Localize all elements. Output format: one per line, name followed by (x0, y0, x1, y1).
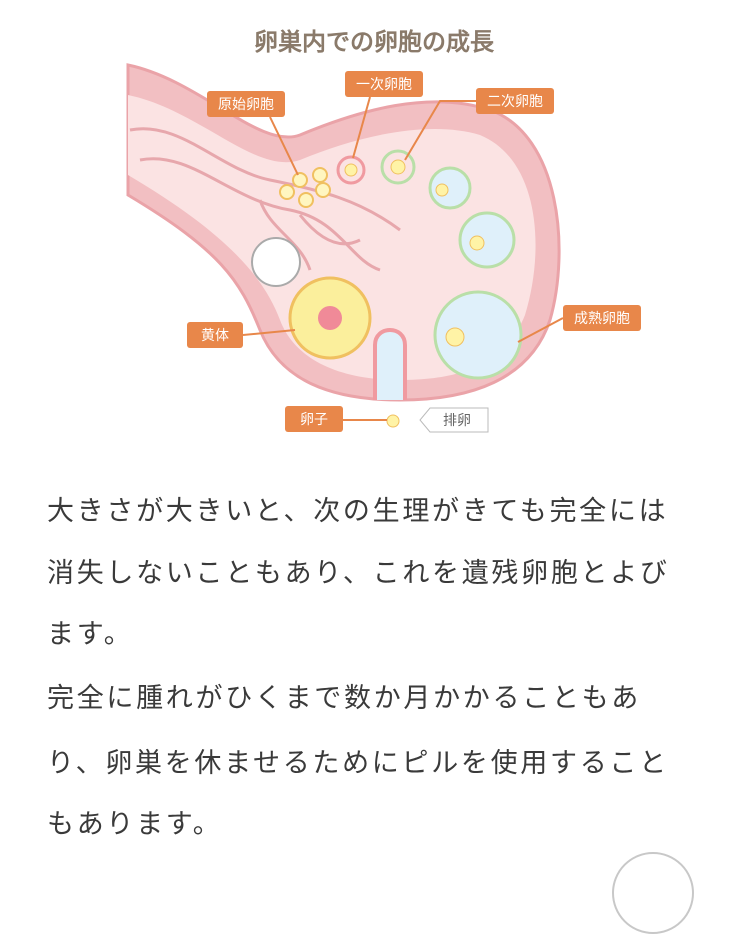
label-primordial: 原始卵胞 (207, 91, 299, 176)
mature-follicle (433, 290, 523, 380)
primordial-follicles (279, 167, 331, 208)
label-corpus-luteum: 黄体 (187, 322, 296, 348)
label-mature: 成熟卵胞 (517, 305, 641, 343)
paragraph-line: 完全に腫れがひくまで数か月かかることもあ (47, 683, 641, 714)
paragraph-line: 大きさが大きいと、次の生理がきても完全には (47, 496, 669, 527)
svg-text:排卵: 排卵 (443, 413, 471, 429)
ovarian-follicle-diagram: 卵巣内での卵胞の成長 原始卵胞 一次卵胞 二次卵胞 成熟卵胞 黄体 卵子 排卵 (126, 28, 641, 433)
ovum-icon (386, 414, 400, 428)
svg-text:卵子: 卵子 (300, 412, 328, 428)
svg-text:原始卵胞: 原始卵胞 (218, 97, 274, 113)
svg-text:黄体: 黄体 (201, 327, 229, 344)
label-primary: 一次卵胞 (345, 71, 423, 159)
paragraph-line: もあります。 (47, 809, 223, 840)
paragraph-line: り、卵巣を休ませるためにピルを使用すること (47, 748, 669, 779)
corpus-albicans (251, 237, 301, 287)
svg-text:二次卵胞: 二次卵胞 (487, 94, 543, 110)
label-secondary: 二次卵胞 (404, 88, 554, 161)
figure-title: 卵巣内での卵胞の成長 (254, 28, 495, 56)
scroll-to-top-button[interactable] (612, 852, 694, 934)
label-ovum: 卵子 (285, 406, 387, 432)
paragraph-line: 消失しないこともあり、これを遺残卵胞とよび (47, 558, 670, 589)
blood-vessels (129, 127, 401, 272)
ruptured-follicle (373, 328, 407, 400)
ovary-inner (128, 95, 536, 380)
svg-text:成熟卵胞: 成熟卵胞 (574, 311, 630, 327)
article-body: 大きさが大きいと、次の生理がきても完全には 消失しないこともあり、これを遺残卵胞… (47, 494, 737, 864)
paragraph-line: ます。 (47, 619, 134, 650)
svg-text:一次卵胞: 一次卵胞 (356, 77, 412, 93)
label-ovulation: 排卵 (419, 407, 489, 433)
